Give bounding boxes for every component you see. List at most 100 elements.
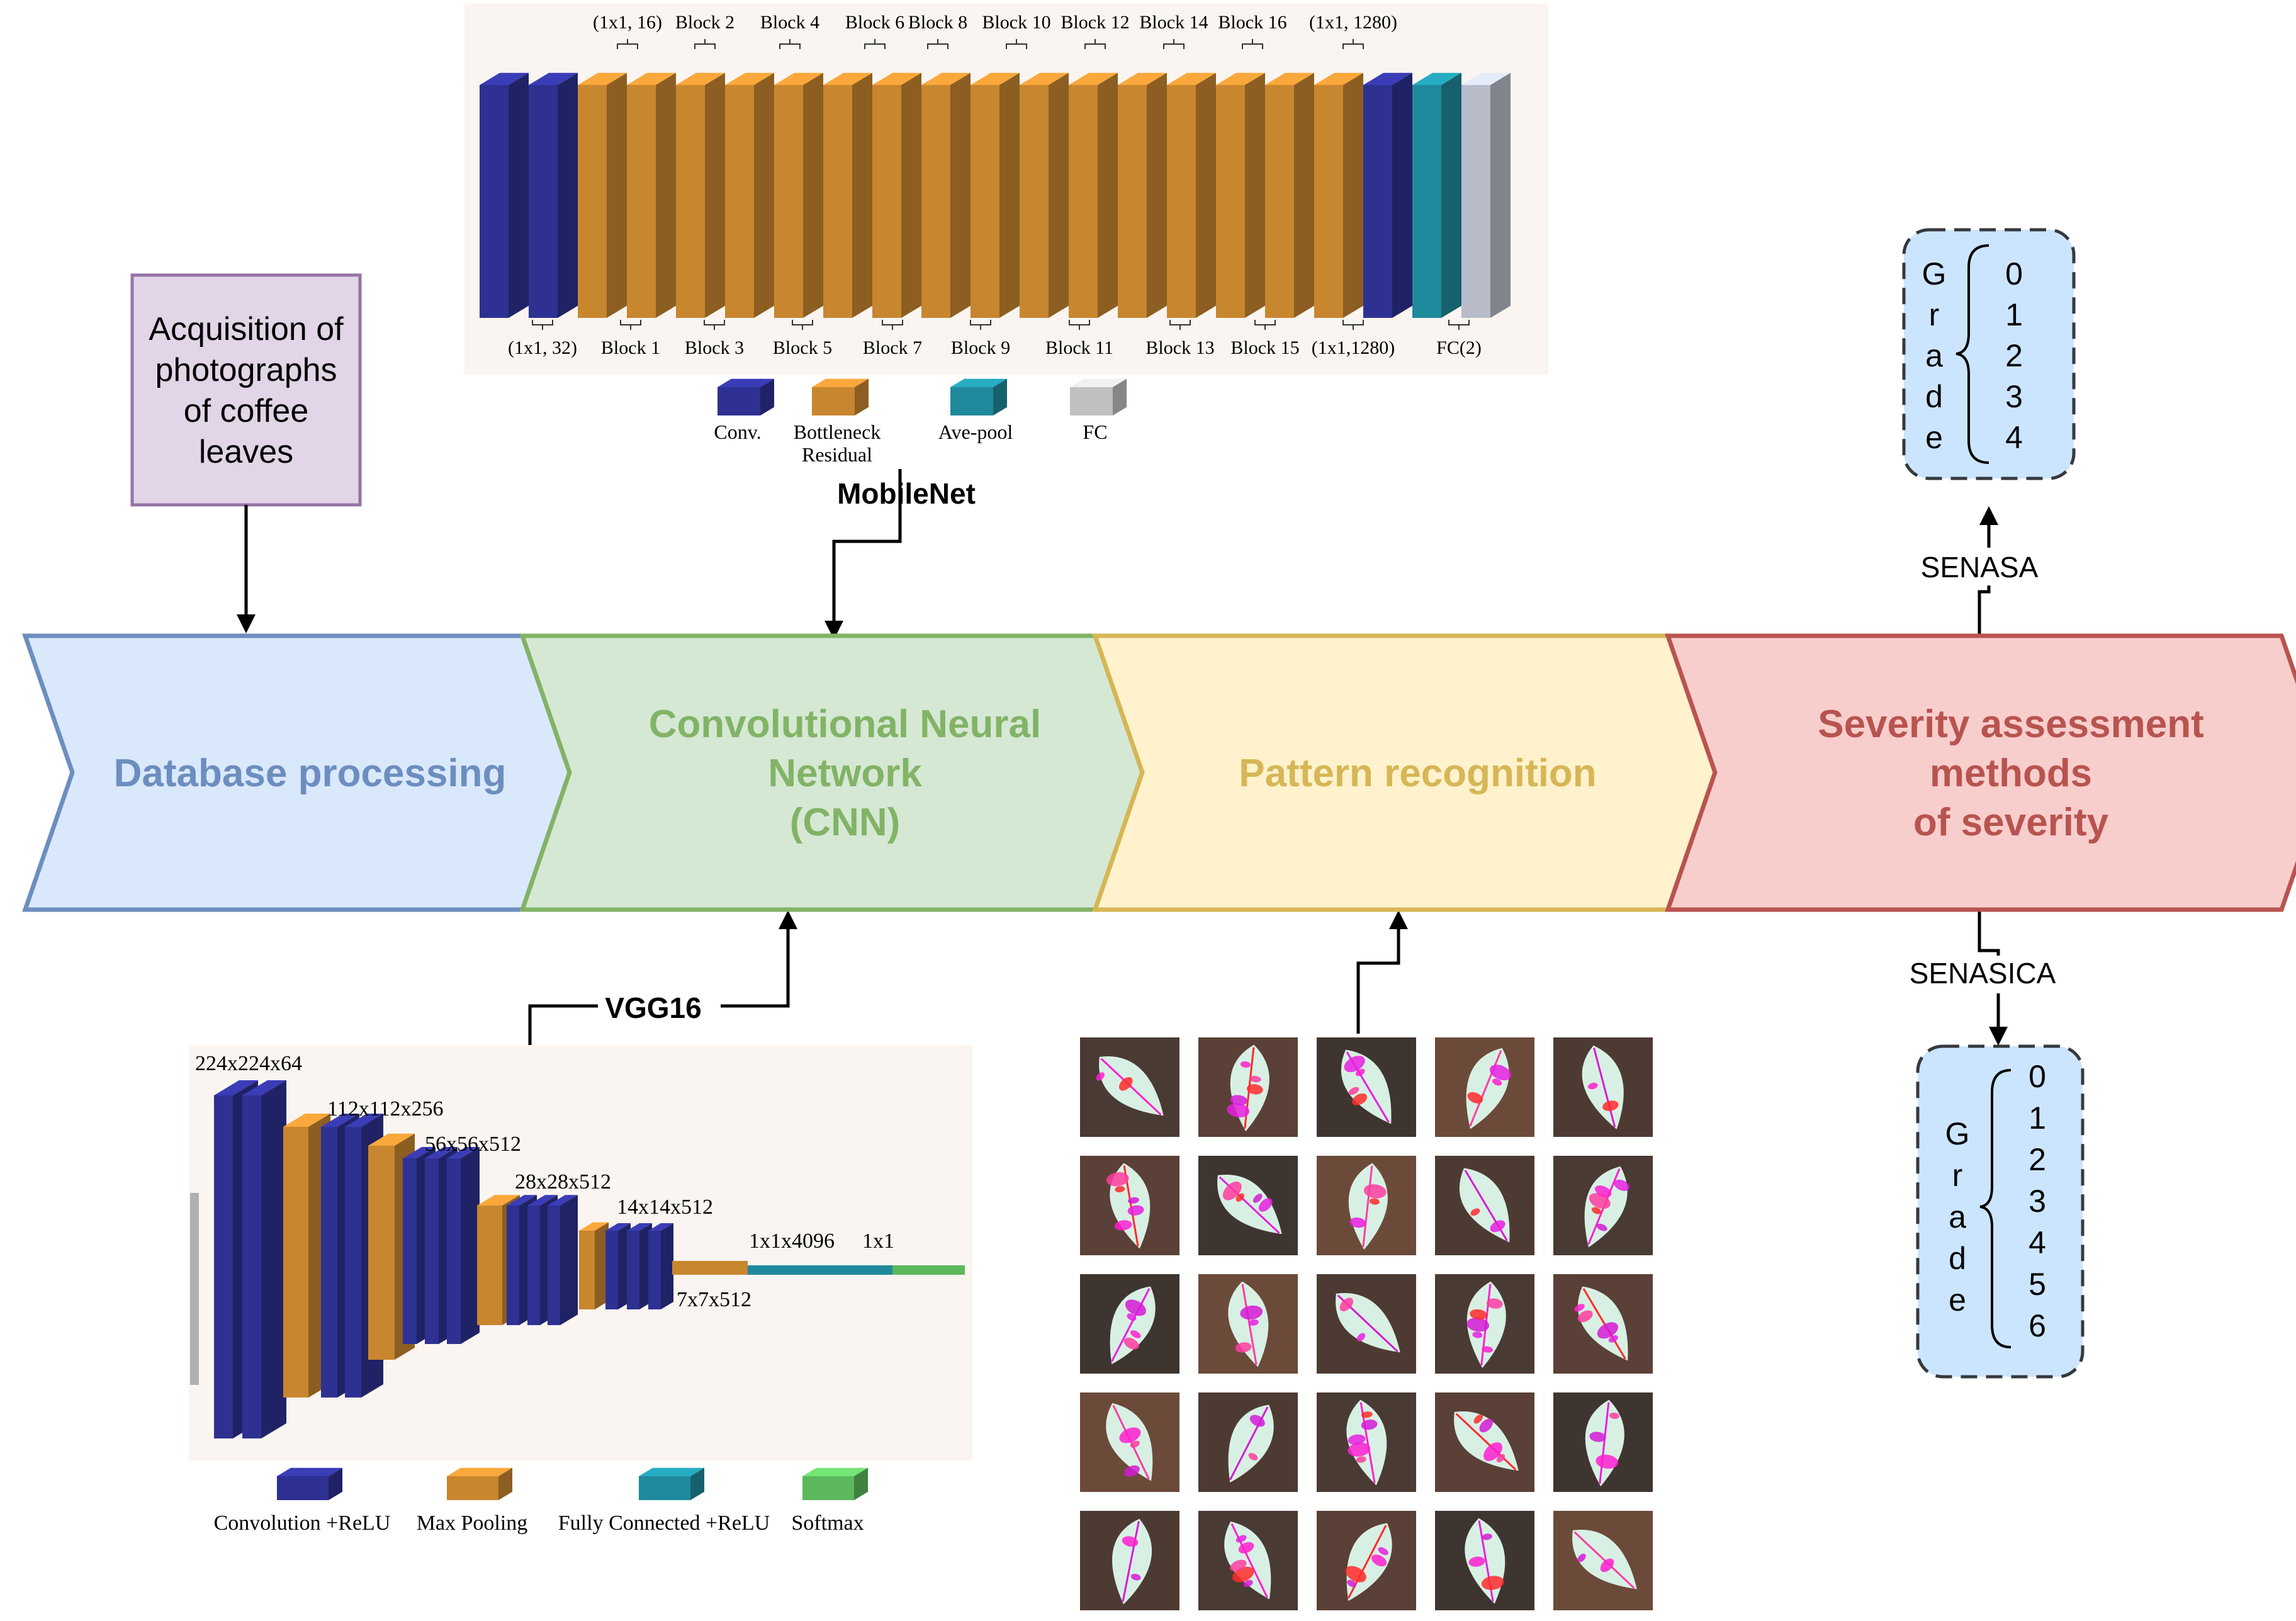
vgg16-legend-label-2: Max Pooling	[417, 1511, 528, 1535]
leaf-thumbnail-16-lesion-1	[1130, 1440, 1140, 1448]
connector-leaves-to-pattern	[1356, 910, 1408, 1034]
pipeline-step-2-label-line-3: (CNN)	[790, 801, 901, 844]
mobilenet-top-tick-1	[617, 39, 638, 49]
leaf-thumbnail-13-lesion-2	[1339, 1297, 1354, 1312]
leaf-thumbnail-18-lesion-2	[1361, 1419, 1378, 1430]
mobilenet-layer-20-avepool	[1412, 72, 1461, 319]
vgg16-layer-6-maxpool-top	[368, 1133, 415, 1146]
vgg16-fully-connected	[748, 1265, 892, 1275]
mobilenet-bottom-tick-6	[970, 320, 991, 330]
vgg16-layer-2-conv-front	[242, 1095, 261, 1438]
mobilenet-layer-7-bottleneck-side	[803, 72, 823, 319]
senasica-grade-value-2: 1	[2029, 1100, 2046, 1136]
senasa-grade-value-3: 2	[2005, 338, 2023, 373]
senasica-grade-value-5: 4	[2029, 1225, 2046, 1260]
leaf-thumbnail-22-lesion-1	[1243, 1579, 1253, 1588]
leaf-thumbnail-25-lesion-1	[1577, 1554, 1586, 1562]
vgg16-legend-swatch-4-side	[854, 1467, 868, 1500]
mobilenet-layer-2-conv	[529, 72, 578, 319]
leaf-thumbnail-18	[1317, 1392, 1416, 1492]
mobilenet-layer-8-bottleneck-top	[823, 72, 872, 85]
senasa-grade-letter-5: e	[1925, 420, 1943, 455]
mobilenet-top-tick-3	[779, 39, 801, 49]
leaf-thumbnail-3-lesion-3	[1344, 1056, 1365, 1073]
leaf-thumbnail-2-lesion-3	[1227, 1103, 1250, 1118]
mobilenet-layer-6-bottleneck	[725, 72, 774, 319]
acquisition-line-3: of coffee	[184, 393, 309, 429]
senasica-grade-letter-5: e	[1949, 1282, 1966, 1318]
mobilenet-layer-12-bottleneck-side	[1049, 72, 1069, 319]
mobilenet-layer-2-conv-front	[529, 85, 558, 318]
leaf-thumbnail-23-lesion-2	[1371, 1554, 1387, 1567]
vgg16-layer-13-conv-side	[560, 1195, 578, 1325]
senasa-grade-letter-1: G	[1922, 256, 1947, 291]
vgg16-panel: 224x224x64112x112x25656x56x51228x28x5121…	[189, 1045, 972, 1535]
vgg16-legend-swatch-1-side	[329, 1467, 342, 1500]
vgg16-dim-label-1: 224x224x64	[195, 1052, 302, 1075]
vgg16-layer-14-maxpool-front	[579, 1231, 595, 1309]
leaf-thumbnail-19	[1435, 1392, 1534, 1492]
mobilenet-layer-21-fc-front	[1461, 85, 1490, 318]
leaf-thumbnail-9-leaf	[1459, 1168, 1510, 1243]
leaf-thumbnail-6-lesion-4	[1127, 1197, 1139, 1204]
leaf-thumbnail-6-leaf	[1106, 1163, 1151, 1249]
mobilenet-top-tick-9	[1242, 39, 1263, 49]
vgg16-layer-7-conv-front	[403, 1158, 417, 1344]
mobilenet-bottom-label-2: Block 1	[601, 337, 660, 358]
mobilenet-bottom-label-7: Block 11	[1045, 337, 1113, 358]
leaf-thumbnail-3-lesion-1	[1355, 1068, 1365, 1076]
pipeline-step-4-label-line-2: methods	[1930, 752, 2092, 795]
mobilenet-layer-12-bottleneck	[1020, 72, 1069, 319]
vgg16-layer-15-conv-front	[605, 1231, 618, 1309]
mobilenet-layer-15-bottleneck	[1167, 72, 1216, 319]
mobilenet-layer-18-bottleneck-side	[1343, 72, 1363, 319]
senasa-label-bg	[1907, 548, 2052, 585]
mobilenet-layer-8-bottleneck-front	[823, 85, 852, 318]
leaf-thumbnail-7-leaf	[1217, 1175, 1282, 1234]
leaf-thumbnail-15-lesion-2	[1577, 1310, 1593, 1323]
vgg16-layer-9-conv	[447, 1147, 480, 1344]
mobilenet-layer-3-bottleneck-front	[578, 85, 607, 318]
mobilenet-legend-label-4-line-1: FC	[1083, 421, 1107, 443]
acquisition-box-shape	[130, 273, 362, 507]
vgg16-legend-swatch-1	[277, 1467, 342, 1500]
leaf-thumbnail-22-vein	[1230, 1523, 1268, 1598]
mobilenet-layer-15-bottleneck-side	[1196, 72, 1216, 319]
mobilenet-layer-8-bottleneck	[823, 72, 872, 319]
leaf-thumbnail-5	[1553, 1037, 1653, 1137]
mobilenet-legend-label-2-line-2: Residual	[802, 443, 872, 466]
senasa-grade-value-1: 0	[2005, 256, 2023, 291]
senasa-brace	[1956, 244, 1989, 464]
leaf-thumbnail-24-lesion-3	[1481, 1576, 1504, 1590]
vgg16-layer-1-conv-front	[214, 1095, 233, 1438]
vgg16-dim-label-7: 1x1	[862, 1229, 894, 1253]
connector-mobilenet-to-cnn	[824, 469, 902, 640]
vgg16-layer-13-conv-front	[548, 1206, 560, 1325]
leaf-thumbnails-grid	[1080, 1037, 1653, 1610]
mobilenet-legend-swatch-4-side	[1113, 378, 1127, 415]
mobilenet-legend-swatch-1-side	[760, 378, 774, 415]
mobilenet-top-tick-2	[694, 39, 716, 49]
mobilenet-layer-7-bottleneck-front	[774, 85, 803, 318]
vgg16-dim-label-5: 14x14x512	[617, 1195, 713, 1219]
senasica-grade-value-1: 0	[2029, 1059, 2046, 1094]
leaf-thumbnail-7-lesion-2	[1258, 1198, 1273, 1212]
vgg16-legend-swatch-3	[639, 1467, 704, 1500]
mobilenet-top-label-6: Block 10	[982, 12, 1050, 33]
senasica-label: SENASICA	[1910, 957, 2056, 990]
mobilenet-top-label-7: Block 12	[1061, 12, 1129, 33]
leaf-thumbnail-17-leaf	[1228, 1404, 1274, 1483]
mobilenet-top-label-1: (1x1, 16)	[593, 12, 662, 33]
mobilenet-layer-2-conv-side	[558, 72, 578, 319]
vgg16-legend-swatch-3-front	[639, 1476, 690, 1500]
vgg16-dim-label-3: 56x56x512	[425, 1132, 521, 1156]
leaf-thumbnail-25-vein	[1573, 1531, 1635, 1589]
mobilenet-legend-swatch-2-top	[812, 378, 869, 387]
vgg16-legend-label-3: Fully Connected +ReLU	[558, 1511, 770, 1535]
acquisition-line-1: Acquisition of	[149, 311, 344, 347]
mobilenet-top-tick-10	[1342, 39, 1364, 49]
mobilenet-legend-label-1-line-1: Conv.	[714, 421, 761, 443]
leaf-thumbnail-1-lesion-2	[1118, 1076, 1133, 1091]
